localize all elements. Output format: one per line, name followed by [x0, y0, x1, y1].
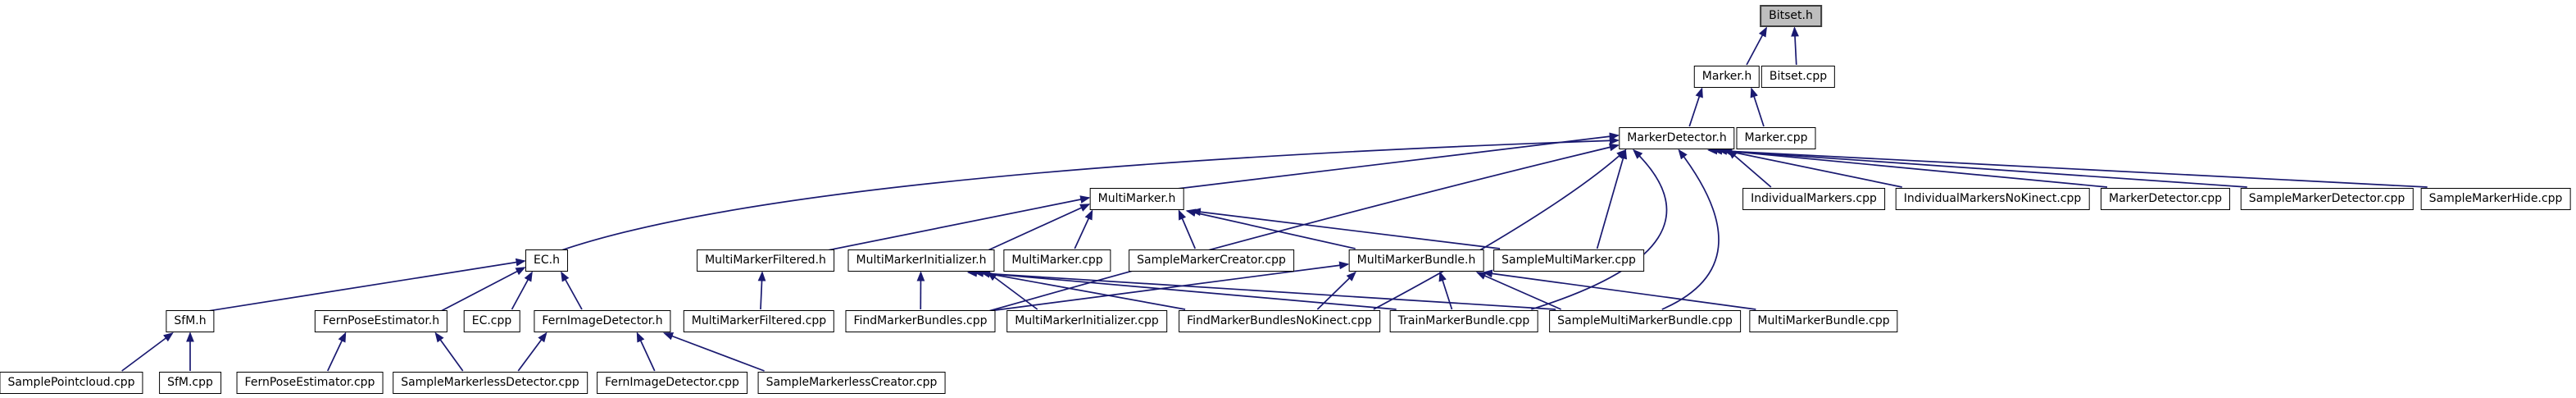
graph-node-sfm-cpp[interactable]: SfM.cpp: [159, 372, 221, 394]
graph-node-multimarkerinitializer-h[interactable]: MultiMarkerInitializer.h: [847, 249, 995, 272]
graph-node-samplemarkerlesscreator-cpp[interactable]: SampleMarkerlessCreator.cpp: [757, 372, 946, 394]
graph-node-marker-cpp[interactable]: Marker.cpp: [1736, 127, 1816, 149]
include-edge-samplepointcloud-cpp-to-sfm-h: [121, 332, 174, 372]
include-edge-bitset-cpp-to-bitset-h: [1791, 26, 1799, 66]
graph-node-fernposeestimator-h[interactable]: FernPoseEstimator.h: [314, 310, 448, 332]
graph-node-findmarkerbundlesnokinect-cpp[interactable]: FindMarkerBundlesNoKinect.cpp: [1179, 310, 1380, 332]
include-edge-findmarkerbundlesnokinect-cpp-to-markerdetector-h: [1373, 149, 1627, 310]
include-edge-samplemarkerdetector-cpp-to-markerdetector-h: [1712, 146, 2247, 188]
graph-node-samplemarkerdetector-cpp[interactable]: SampleMarkerDetector.cpp: [2240, 188, 2414, 210]
include-edge-multimarkerinitializer-cpp-to-multimarkerinitializer-h: [987, 271, 1038, 310]
include-edge-findmarkerbundles-cpp-to-markerdetector-h: [988, 143, 1620, 312]
include-edge-trainmarkerbundle-cpp-to-markerdetector-h: [1531, 149, 1668, 310]
graph-node-ec-cpp[interactable]: EC.cpp: [463, 310, 520, 332]
include-edge-individualmarkers-cpp-to-markerdetector-h: [1727, 149, 1772, 188]
include-edge-samplemarkerlesscreator-cpp-to-fernimagedetector-h: [662, 332, 765, 372]
include-edge-sfm-h-to-ec-h: [207, 258, 526, 312]
include-edge-findmarkerbundles-cpp-to-multimarkerbundle-h: [988, 261, 1350, 312]
graph-node-findmarkerbundles-cpp[interactable]: FindMarkerBundles.cpp: [845, 310, 996, 332]
graph-node-markerdetector-cpp[interactable]: MarkerDetector.cpp: [2100, 188, 2231, 210]
include-edge-samplemarkercreator-cpp-to-multimarker-h: [1178, 209, 1197, 249]
graph-node-bitset-cpp[interactable]: Bitset.cpp: [1760, 66, 1836, 88]
include-edge-multimarkerbundle-cpp-to-multimarkerbundle-h: [1482, 269, 1756, 310]
graph-node-markerdetector-h[interactable]: MarkerDetector.h: [1619, 127, 1735, 149]
graph-node-samplemultimarker-cpp[interactable]: SampleMultiMarker.cpp: [1493, 249, 1644, 272]
include-edge-samplemultimarkerbundle-cpp-to-multimarkerinitializer-h: [966, 268, 1556, 310]
graph-node-samplemultimarkerbundle-cpp[interactable]: SampleMultiMarkerBundle.cpp: [1549, 310, 1741, 332]
graph-node-multimarkerinitializer-cpp[interactable]: MultiMarkerInitializer.cpp: [1006, 310, 1167, 332]
include-edge-samplemultimarkerbundle-cpp-to-multimarkerbundle-h: [1475, 272, 1562, 310]
graph-node-samplepointcloud-cpp[interactable]: SamplePointcloud.cpp: [0, 372, 143, 394]
include-edge-samplemultimarker-cpp-to-markerdetector-h: [1596, 149, 1628, 249]
include-edge-multimarkerbundle-h-to-multimarker-h: [1185, 208, 1356, 249]
include-edge-fernimagedetector-h-to-ec-h: [561, 271, 583, 310]
include-edge-fernposeestimator-cpp-to-fernposeestimator-h: [326, 332, 347, 372]
include-edge-markerdetector-h-to-marker-h: [1688, 87, 1703, 127]
include-edge-findmarkerbundlesnokinect-cpp-to-multimarkerinitializer-h: [979, 270, 1186, 310]
include-edge-samplemarkerlessdetector-cpp-to-fernposeestimator-h: [434, 332, 464, 372]
graph-node-multimarkerbundle-h[interactable]: MultiMarkerBundle.h: [1348, 249, 1484, 272]
include-edge-marker-cpp-to-marker-h: [1750, 87, 1765, 127]
graph-node-multimarkerfiltered-cpp[interactable]: MultiMarkerFiltered.cpp: [683, 310, 835, 332]
include-edge-trainmarkerbundle-cpp-to-multimarkerbundle-h: [1438, 271, 1453, 310]
graph-node-bitset-h: Bitset.h: [1760, 5, 1822, 27]
graph-node-trainmarkerbundle-cpp[interactable]: TrainMarkerBundle.cpp: [1389, 310, 1538, 332]
include-edge-multimarkerfiltered-cpp-to-multimarkerfiltered-h: [757, 271, 766, 310]
graph-node-samplemarkerhide-cpp[interactable]: SampleMarkerHide.cpp: [2420, 188, 2571, 210]
include-edge-multimarker-cpp-to-multimarker-h: [1074, 209, 1093, 249]
graph-node-fernimagedetector-h[interactable]: FernImageDetector.h: [534, 310, 671, 332]
graph-node-samplemarkerlessdetector-cpp[interactable]: SampleMarkerlessDetector.cpp: [393, 372, 588, 394]
graph-node-multimarker-h[interactable]: MultiMarker.h: [1089, 188, 1184, 210]
graph-node-multimarker-cpp[interactable]: MultiMarker.cpp: [1003, 249, 1111, 272]
include-edge-multimarker-h-to-markerdetector-h: [1177, 132, 1620, 190]
include-edge-fernposeestimator-h-to-ec-h: [440, 267, 526, 312]
include-edge-findmarkerbundlesnokinect-cpp-to-multimarkerbundle-h: [1316, 271, 1356, 310]
graph-node-ec-h[interactable]: EC.h: [525, 249, 568, 272]
include-edge-samplemultimarker-cpp-to-multimarker-h: [1190, 208, 1501, 249]
include-edge-multimarkerinitializer-h-to-multimarker-h: [988, 204, 1091, 251]
graph-node-sfm-h[interactable]: SfM.h: [166, 310, 215, 332]
graph-node-individualmarkers-cpp[interactable]: IndividualMarkers.cpp: [1742, 188, 1885, 210]
include-edge-samplemarkerlessdetector-cpp-to-fernimagedetector-h: [517, 332, 547, 372]
graph-node-individualmarkersnokinect-cpp[interactable]: IndividualMarkersNoKinect.cpp: [1895, 188, 2090, 210]
include-edge-ec-cpp-to-ec-h: [511, 271, 533, 310]
include-edge-trainmarkerbundle-cpp-to-multimarkerinitializer-h: [973, 269, 1397, 310]
include-edge-individualmarkersnokinect-cpp-to-markerdetector-h: [1722, 148, 1902, 188]
include-edge-fernimagedetector-cpp-to-fernimagedetector-h: [636, 332, 656, 372]
include-edge-marker-h-to-bitset-h: [1746, 26, 1767, 66]
include-edge-ec-h-to-markerdetector-h: [561, 136, 1620, 251]
include-edge-samplemarkerhide-cpp-to-markerdetector-h: [1707, 146, 2428, 188]
graph-node-fernposeestimator-cpp[interactable]: FernPoseEstimator.cpp: [236, 372, 384, 394]
include-edge-multimarkerfiltered-h-to-multimarker-h: [827, 195, 1091, 251]
include-edge-markerdetector-cpp-to-markerdetector-h: [1717, 147, 2108, 188]
graph-node-samplemarkercreator-cpp[interactable]: SampleMarkerCreator.cpp: [1129, 249, 1294, 272]
graph-node-multimarkerfiltered-h[interactable]: MultiMarkerFiltered.h: [697, 249, 834, 272]
graph-node-fernimagedetector-cpp[interactable]: FernImageDetector.cpp: [597, 372, 747, 394]
graph-node-multimarkerbundle-cpp[interactable]: MultiMarkerBundle.cpp: [1749, 310, 1898, 332]
include-edge-samplemultimarkerbundle-cpp-to-markerdetector-h: [1661, 149, 1720, 310]
graph-node-marker-h[interactable]: Marker.h: [1693, 66, 1760, 88]
